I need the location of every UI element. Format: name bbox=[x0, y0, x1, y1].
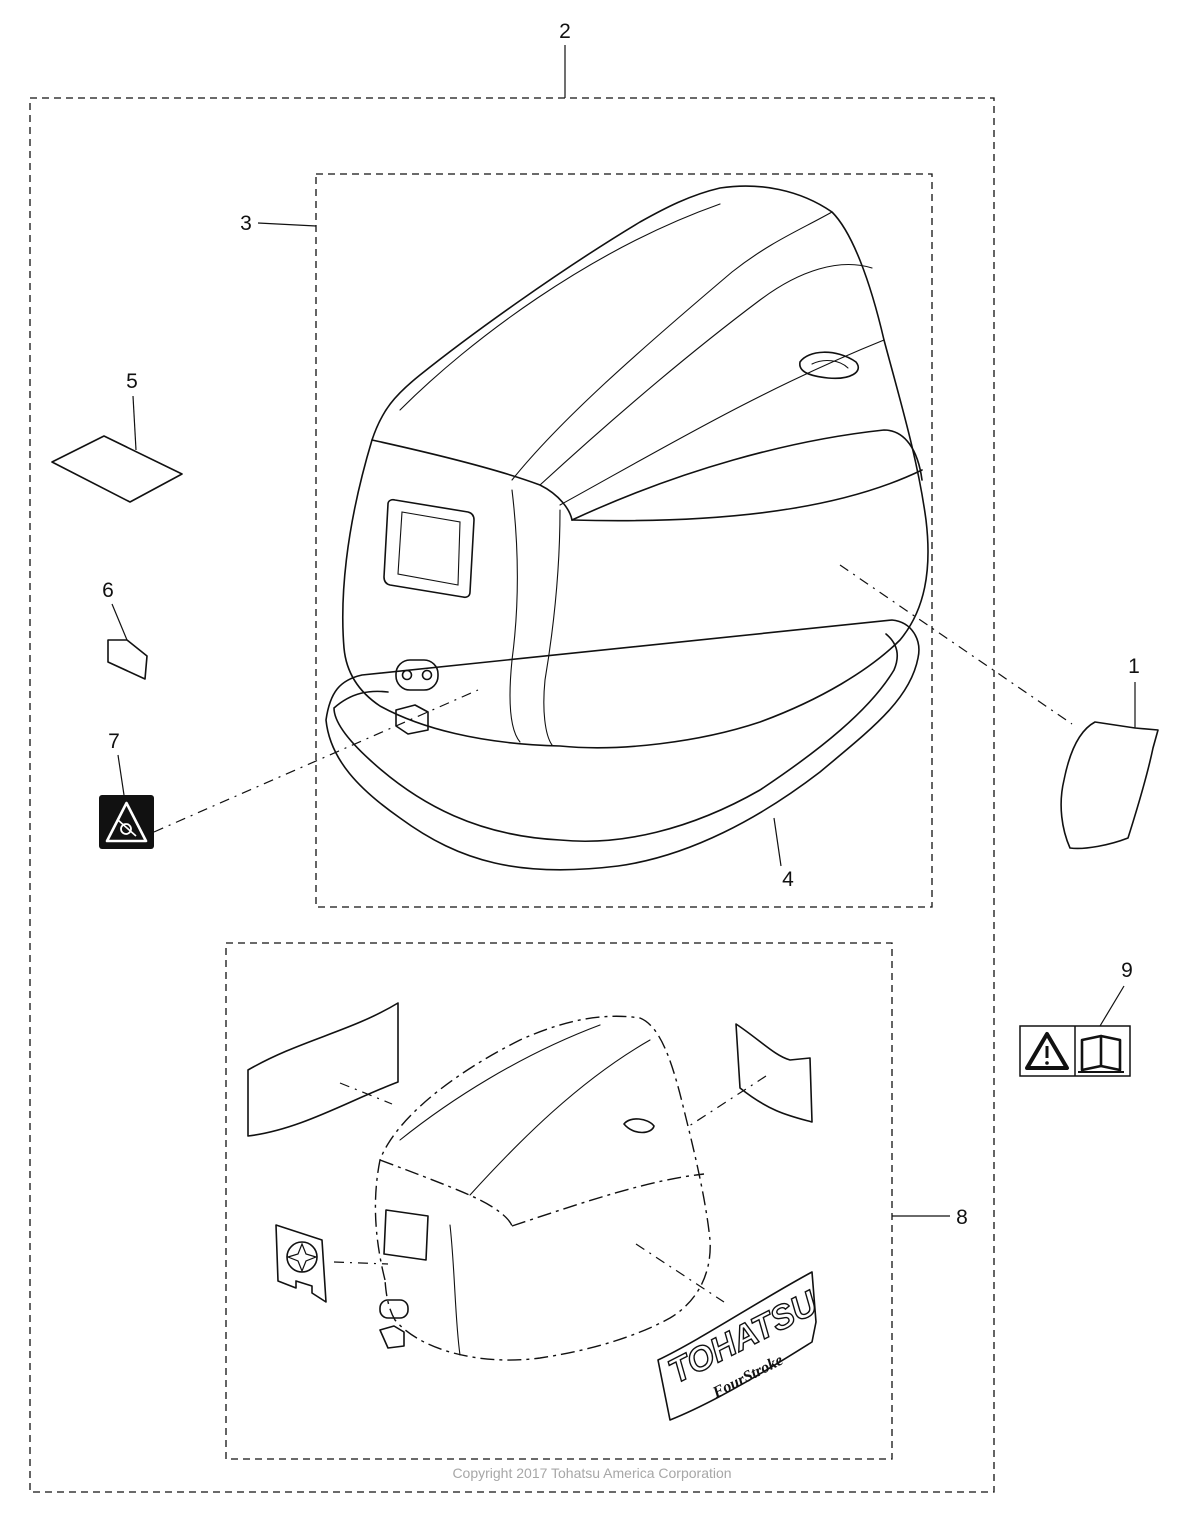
callout-7: 7 bbox=[108, 730, 120, 753]
callout-4: 4 bbox=[782, 868, 794, 891]
copyright-text: Copyright 2017 Tohatsu America Corporati… bbox=[452, 1465, 731, 1481]
group-box-3 bbox=[315, 173, 933, 908]
seal-part-4 bbox=[325, 619, 920, 871]
callout-8: 8 bbox=[956, 1206, 968, 1229]
decal-part-6 bbox=[107, 639, 148, 680]
callout-2: 2 bbox=[559, 20, 571, 43]
emblem-decal bbox=[275, 1224, 327, 1303]
warning-label-part-9 bbox=[1019, 1025, 1131, 1077]
callout-3: 3 bbox=[240, 212, 252, 235]
group-box-8 bbox=[225, 942, 893, 1460]
brand-decal: TOHATSU FourStroke bbox=[657, 1271, 825, 1421]
warning-label-part-7 bbox=[99, 795, 154, 849]
decal-part-1 bbox=[1060, 721, 1159, 850]
callout-6: 6 bbox=[102, 579, 114, 602]
callout-1: 1 bbox=[1128, 655, 1140, 678]
callout-9: 9 bbox=[1121, 959, 1133, 982]
top-cowling-part-3 bbox=[325, 185, 929, 871]
decal-kit-part-8: TOHATSU FourStroke bbox=[247, 1002, 825, 1421]
decal-part-5 bbox=[51, 435, 183, 503]
group-box-2 bbox=[29, 97, 995, 1493]
callout-5: 5 bbox=[126, 370, 138, 393]
